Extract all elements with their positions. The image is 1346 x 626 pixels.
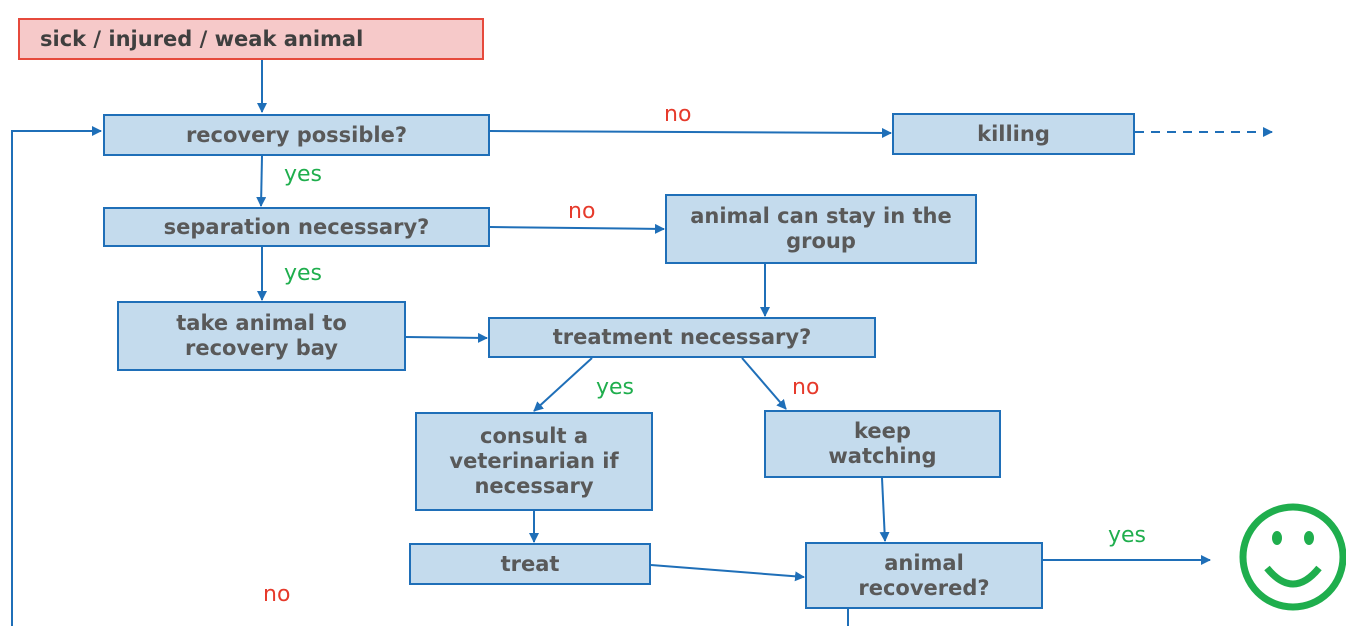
node-recovery-bay-label: take animal to recovery bay (176, 311, 347, 360)
arrow-watching-to-recovered (879, 477, 890, 542)
label-treatment-yes: yes (596, 375, 635, 400)
node-killing-label: killing (977, 121, 1050, 146)
label-separation-no: no (568, 199, 596, 224)
node-recovery-possible-label: recovery possible? (185, 122, 408, 147)
arrow-recovery-to-killing (489, 127, 892, 138)
label-separation-yes: yes (284, 261, 323, 286)
arrow-treat-to-recovered (650, 564, 805, 582)
arrow-loop-back (11, 126, 102, 626)
label-recovered-yes: yes (1108, 523, 1147, 548)
arrow-separation-to-stay (489, 223, 665, 234)
arrow-treatment-to-consult (533, 357, 593, 412)
node-recovery-possible: recovery possible? (103, 114, 490, 156)
node-separation-necessary: separation necessary? (103, 207, 490, 247)
arrow-bay-to-treatment (405, 332, 488, 343)
node-animal-recovered: animal recovered? (805, 542, 1043, 609)
node-recovery-bay: take animal to recovery bay (117, 301, 406, 371)
node-consult-vet-label: consult a veterinarian if necessary (449, 424, 619, 498)
label-recovery-no: no (664, 102, 692, 127)
arrow-treatment-to-watching (741, 357, 787, 410)
node-consult-vet: consult a veterinarian if necessary (415, 412, 653, 511)
node-treat-label: treat (500, 551, 560, 576)
node-treatment-necessary: treatment necessary? (488, 317, 876, 358)
node-start: sick / injured / weak animal (18, 18, 484, 60)
node-treatment-necessary-label: treatment necessary? (552, 325, 812, 349)
label-recovery-yes: yes (284, 162, 323, 187)
arrow-recovery-to-separation (256, 155, 267, 207)
node-stay-in-group: animal can stay in the group (665, 194, 977, 264)
smiley-face-icon (1239, 503, 1346, 611)
node-treat: treat (409, 543, 651, 585)
label-recovered-no: no (263, 582, 291, 607)
node-stay-in-group-label: animal can stay in the group (690, 204, 952, 253)
node-keep-watching-label: keep watching (828, 419, 937, 468)
node-animal-recovered-label: animal recovered? (858, 550, 990, 600)
node-separation-necessary-label: separation necessary? (163, 214, 430, 239)
node-killing: killing (892, 113, 1135, 155)
node-keep-watching: keep watching (764, 410, 1001, 478)
label-treatment-no: no (792, 375, 820, 400)
node-start-label: sick / injured / weak animal (40, 26, 364, 51)
